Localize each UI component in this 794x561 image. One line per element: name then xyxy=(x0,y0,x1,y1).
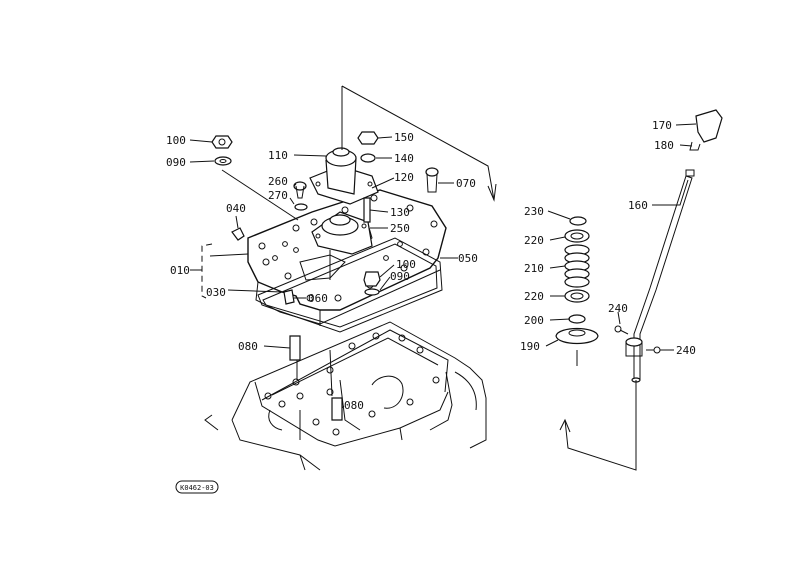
callout-220b: 220 xyxy=(524,290,544,303)
callout-010: 010 xyxy=(170,264,190,277)
callout-170: 170 xyxy=(652,119,672,132)
callout-030: 030 xyxy=(206,286,226,299)
bolt-070 xyxy=(425,167,439,193)
callout-040: 040 xyxy=(226,202,246,215)
drawing-code-badge: K0462-03 xyxy=(175,480,219,494)
callout-090b: 090 xyxy=(390,270,410,283)
callout-060: 060 xyxy=(308,292,328,305)
spring-stack xyxy=(555,216,599,366)
lower-cover-250 xyxy=(311,211,373,255)
pin-060 xyxy=(283,289,295,305)
washer-270 xyxy=(294,203,308,211)
plug-040 xyxy=(231,227,245,241)
callout-180: 180 xyxy=(654,139,674,152)
callout-160: 160 xyxy=(628,199,648,212)
callout-labels: 100 090 110 150 140 260 270 120 070 040 … xyxy=(166,119,696,412)
callout-120: 120 xyxy=(394,171,414,184)
callout-220a: 220 xyxy=(524,234,544,247)
callout-140: 140 xyxy=(394,152,414,165)
reference-lines xyxy=(201,85,637,471)
nut-150 xyxy=(357,131,379,145)
washer-140 xyxy=(360,153,376,163)
callout-080b: 080 xyxy=(344,399,364,412)
transmission-case xyxy=(204,321,487,471)
callout-240b: 240 xyxy=(676,344,696,357)
callout-090a: 090 xyxy=(166,156,186,169)
pin-080-lower xyxy=(331,397,343,421)
callout-leaders xyxy=(189,123,697,409)
callout-200: 200 xyxy=(524,314,544,327)
shift-lever-160 xyxy=(614,109,723,383)
callout-130: 130 xyxy=(390,206,410,219)
drawing-code: K0462-03 xyxy=(180,484,214,492)
callout-080a: 080 xyxy=(238,340,258,353)
callout-270: 270 xyxy=(268,189,288,202)
washer-090-upper xyxy=(214,156,232,166)
callout-110: 110 xyxy=(268,149,288,162)
callout-190: 190 xyxy=(520,340,540,353)
pin-130 xyxy=(363,197,371,223)
callout-240a: 240 xyxy=(608,302,628,315)
callout-070: 070 xyxy=(456,177,476,190)
pin-080-upper xyxy=(289,335,301,361)
upper-cover-110 xyxy=(309,147,379,205)
nut-100-upper xyxy=(211,135,233,149)
callout-050: 050 xyxy=(458,252,478,265)
callout-250: 250 xyxy=(390,222,410,235)
callout-100b: 100 xyxy=(396,258,416,271)
callout-150: 150 xyxy=(394,131,414,144)
callout-210: 210 xyxy=(524,262,544,275)
callout-230: 230 xyxy=(524,205,544,218)
washer-090-lower xyxy=(364,288,380,296)
nut-100-lower xyxy=(363,271,381,287)
callout-100a: 100 xyxy=(166,134,186,147)
callout-260: 260 xyxy=(268,175,288,188)
